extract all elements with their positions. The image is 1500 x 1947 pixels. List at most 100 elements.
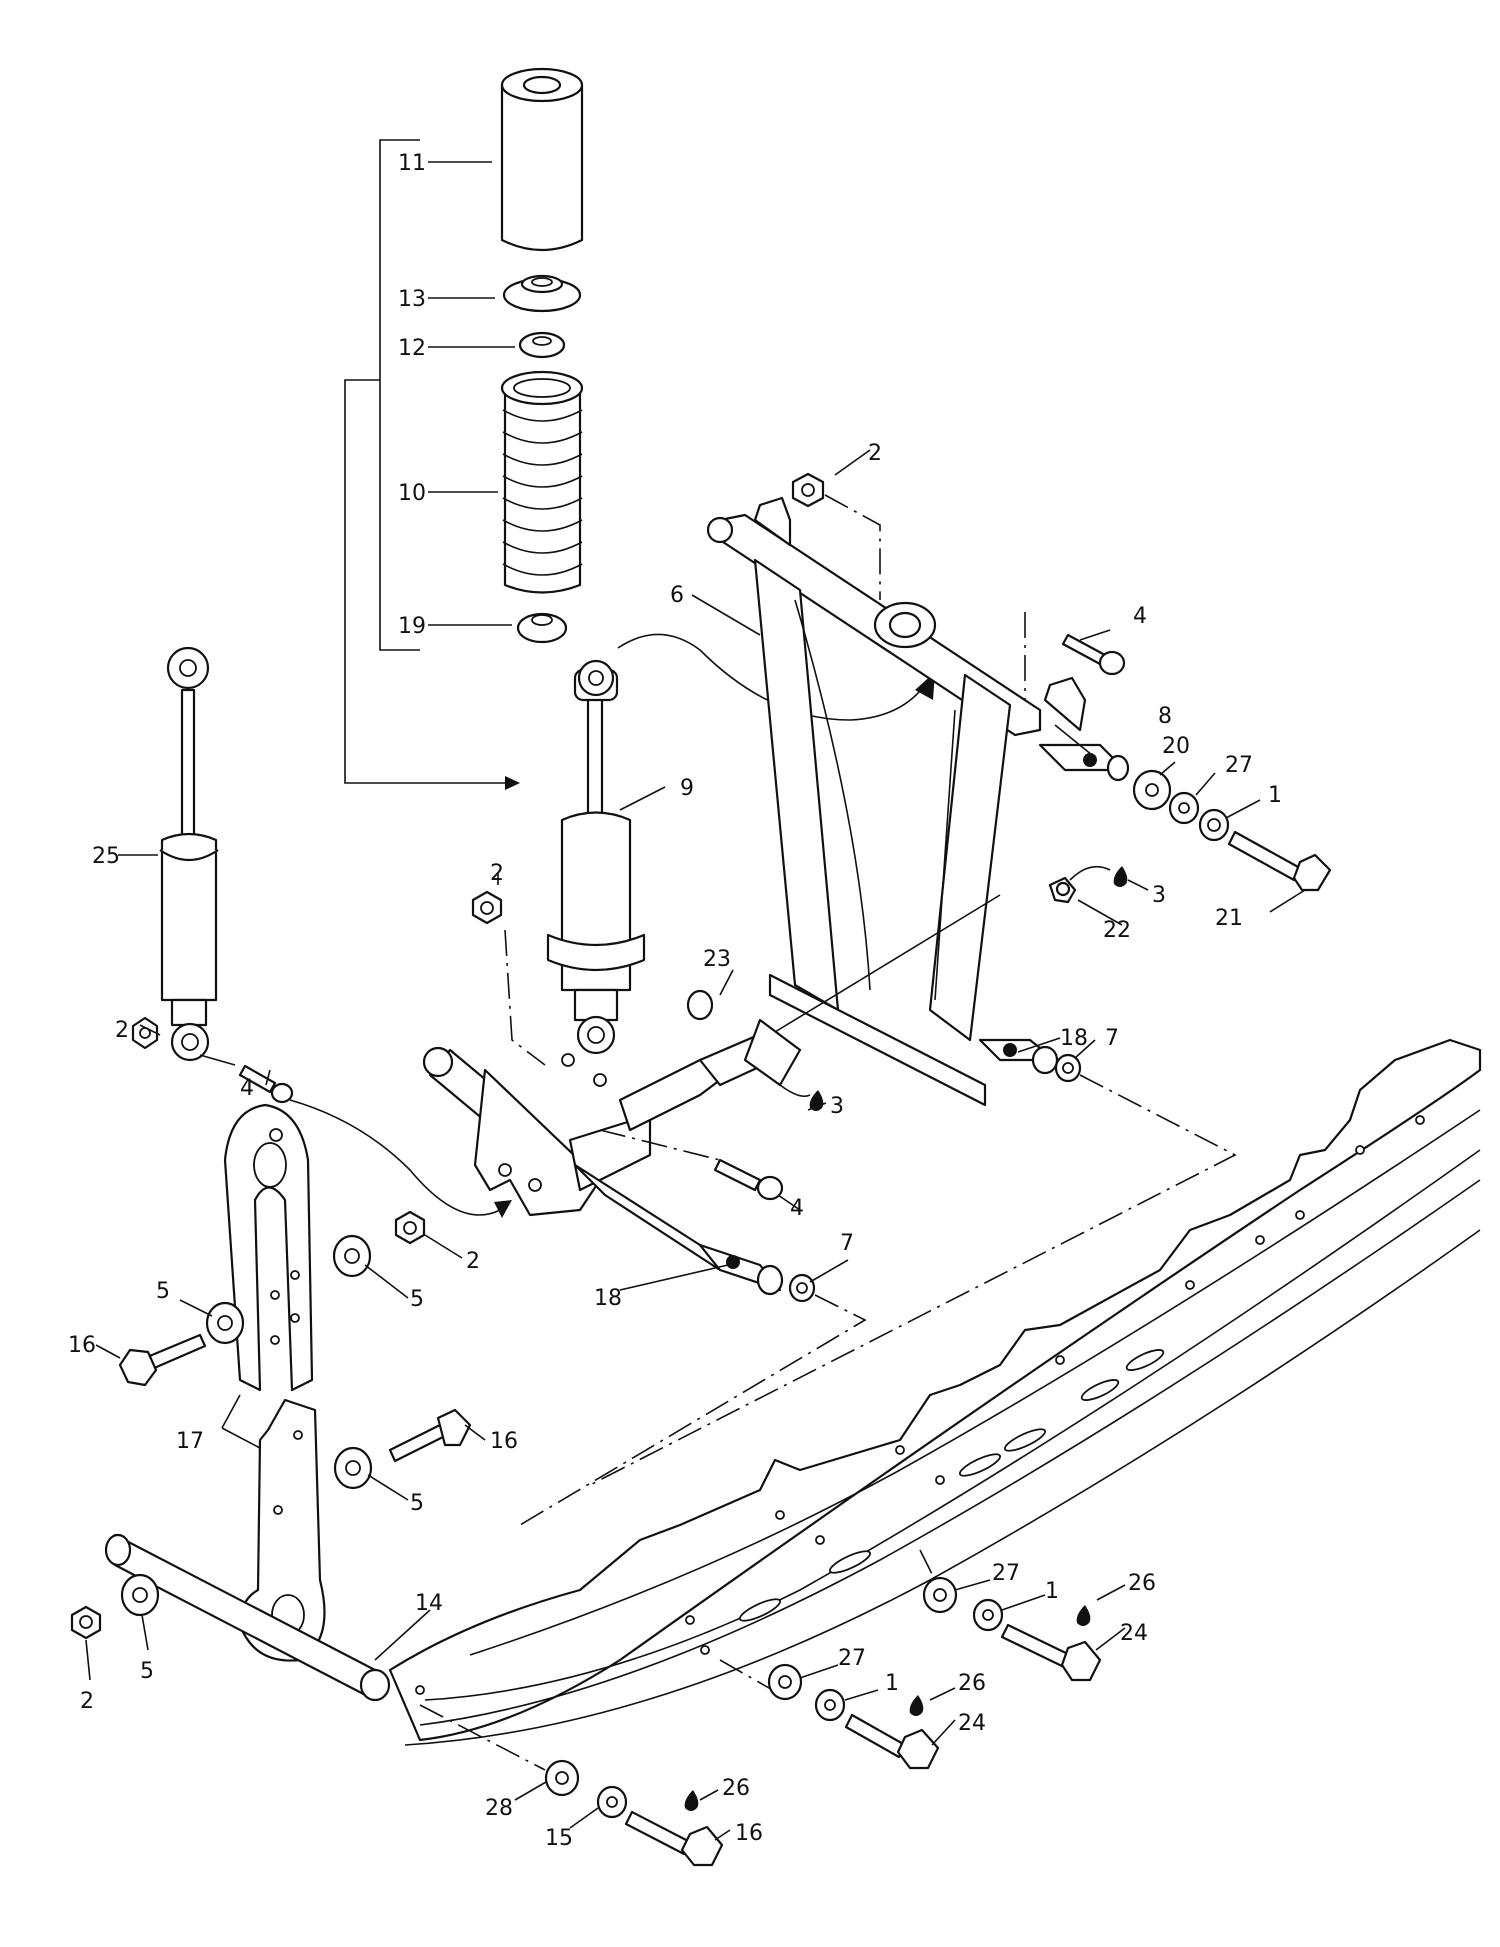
label-13: 13 — [398, 287, 426, 312]
washer-5-a — [205, 1301, 245, 1345]
spring-seat-13 — [502, 274, 582, 313]
grease-fitting-22 — [1048, 876, 1077, 904]
label-4-left: 4 — [240, 1076, 254, 1101]
front-arm-6 — [706, 496, 1130, 1107]
curved-arrow-shock25 — [289, 1099, 501, 1216]
grease-drop-26-a — [1076, 1605, 1091, 1626]
washer-1-b — [814, 1688, 846, 1722]
label-2-mid: 2 — [490, 861, 504, 886]
label-10: 10 — [398, 481, 426, 506]
label-20: 20 — [1162, 734, 1190, 759]
bushing-12 — [518, 331, 566, 359]
washer-7-lower — [788, 1273, 816, 1303]
grease-drop-26-c — [684, 1790, 699, 1811]
bolt-21 — [1227, 830, 1332, 892]
coil-spring-10 — [500, 370, 584, 594]
spring-kit-bracket — [344, 139, 520, 790]
label-19: 19 — [398, 614, 426, 639]
slide-rail — [388, 1038, 1482, 1746]
bolt-16-lower — [624, 1810, 724, 1867]
label-23: 23 — [703, 947, 731, 972]
label-1-b: 1 — [885, 1671, 899, 1696]
label-4-top: 4 — [1133, 604, 1147, 629]
label-7-top: 7 — [1105, 1026, 1119, 1051]
label-14: 14 — [415, 1591, 443, 1616]
label-16-upper: 16 — [68, 1333, 96, 1358]
shock-absorber-25 — [159, 646, 219, 1062]
link-17-upper — [223, 1103, 314, 1392]
label-11: 11 — [398, 151, 426, 176]
bolt-4-mid — [713, 1158, 784, 1201]
grease-drop-26-b — [909, 1695, 924, 1716]
label-18-lower: 18 — [594, 1286, 622, 1311]
label-26-a: 26 — [1128, 1571, 1156, 1596]
label-16-lower: 16 — [735, 1821, 763, 1846]
label-27-b: 27 — [838, 1646, 866, 1671]
bolt-4-left — [238, 1064, 294, 1104]
washer-27-b — [767, 1663, 803, 1701]
label-22: 22 — [1103, 918, 1131, 943]
bolt-4-top — [1061, 633, 1126, 676]
label-17: 17 — [176, 1429, 204, 1454]
callout-labels: 11 13 12 10 19 25 9 2 2 6 4 8 20 27 1 21… — [68, 151, 1282, 1851]
leader-lines — [85, 161, 1306, 1841]
washer-15 — [596, 1785, 628, 1819]
washer-5-d — [120, 1573, 160, 1617]
nut-2-link — [394, 1210, 426, 1245]
label-5-b: 5 — [410, 1287, 424, 1312]
label-2-top: 2 — [868, 441, 882, 466]
washer-5-c — [333, 1446, 373, 1490]
washer-1-a — [972, 1598, 1004, 1632]
label-27-top: 27 — [1225, 753, 1253, 778]
label-5-d: 5 — [140, 1659, 154, 1684]
shock-cover-11 — [500, 67, 584, 252]
shock-absorber-9 — [546, 659, 646, 1055]
nut-2-left-shock — [131, 1016, 159, 1050]
spring-seat-19 — [516, 612, 568, 644]
label-1-a: 1 — [1045, 1579, 1059, 1604]
label-15: 15 — [545, 1826, 573, 1851]
label-2-rear: 2 — [80, 1689, 94, 1714]
bolt-16-mid — [388, 1408, 472, 1463]
label-25: 25 — [92, 844, 120, 869]
label-2-link: 2 — [466, 1249, 480, 1274]
washer-20 — [1132, 769, 1172, 811]
label-5-a: 5 — [156, 1279, 170, 1304]
label-8: 8 — [1158, 704, 1172, 729]
label-3-top: 3 — [1152, 883, 1166, 908]
label-24-b: 24 — [958, 1711, 986, 1736]
washer-28 — [544, 1759, 580, 1797]
label-16-mid: 16 — [490, 1429, 518, 1454]
label-1-top: 1 — [1268, 783, 1282, 808]
label-3-mid: 3 — [830, 1094, 844, 1119]
label-7-lower: 7 — [840, 1231, 854, 1256]
label-24-a: 24 — [1120, 1621, 1148, 1646]
bolt-16-upper — [118, 1333, 207, 1387]
label-6: 6 — [670, 583, 684, 608]
label-21: 21 — [1215, 906, 1243, 931]
washer-27-a — [922, 1576, 958, 1614]
label-9: 9 — [680, 776, 694, 801]
washer-7-top — [1054, 1053, 1082, 1083]
label-28: 28 — [485, 1796, 513, 1821]
label-26-c: 26 — [722, 1776, 750, 1801]
washer-27-top — [1168, 791, 1200, 825]
label-4-mid: 4 — [790, 1196, 804, 1221]
cross-shaft-14 — [104, 1533, 391, 1702]
label-18-upper: 18 — [1060, 1026, 1088, 1051]
nut-2-top — [791, 472, 825, 508]
bolt-24-b — [844, 1713, 940, 1770]
grease-drop-3-top — [1113, 866, 1128, 887]
washer-5-b — [332, 1234, 372, 1278]
label-12: 12 — [398, 336, 426, 361]
nut-2-rear — [70, 1605, 102, 1640]
washer-1-top — [1198, 808, 1230, 842]
label-27-a: 27 — [992, 1561, 1020, 1586]
label-2-left: 2 — [115, 1018, 129, 1043]
nut-2-mid — [471, 890, 503, 925]
rear-arm-pivot-23 — [422, 989, 802, 1296]
label-5-c: 5 — [410, 1491, 424, 1516]
label-26-b: 26 — [958, 1671, 986, 1696]
bolt-24-a — [1000, 1623, 1102, 1682]
